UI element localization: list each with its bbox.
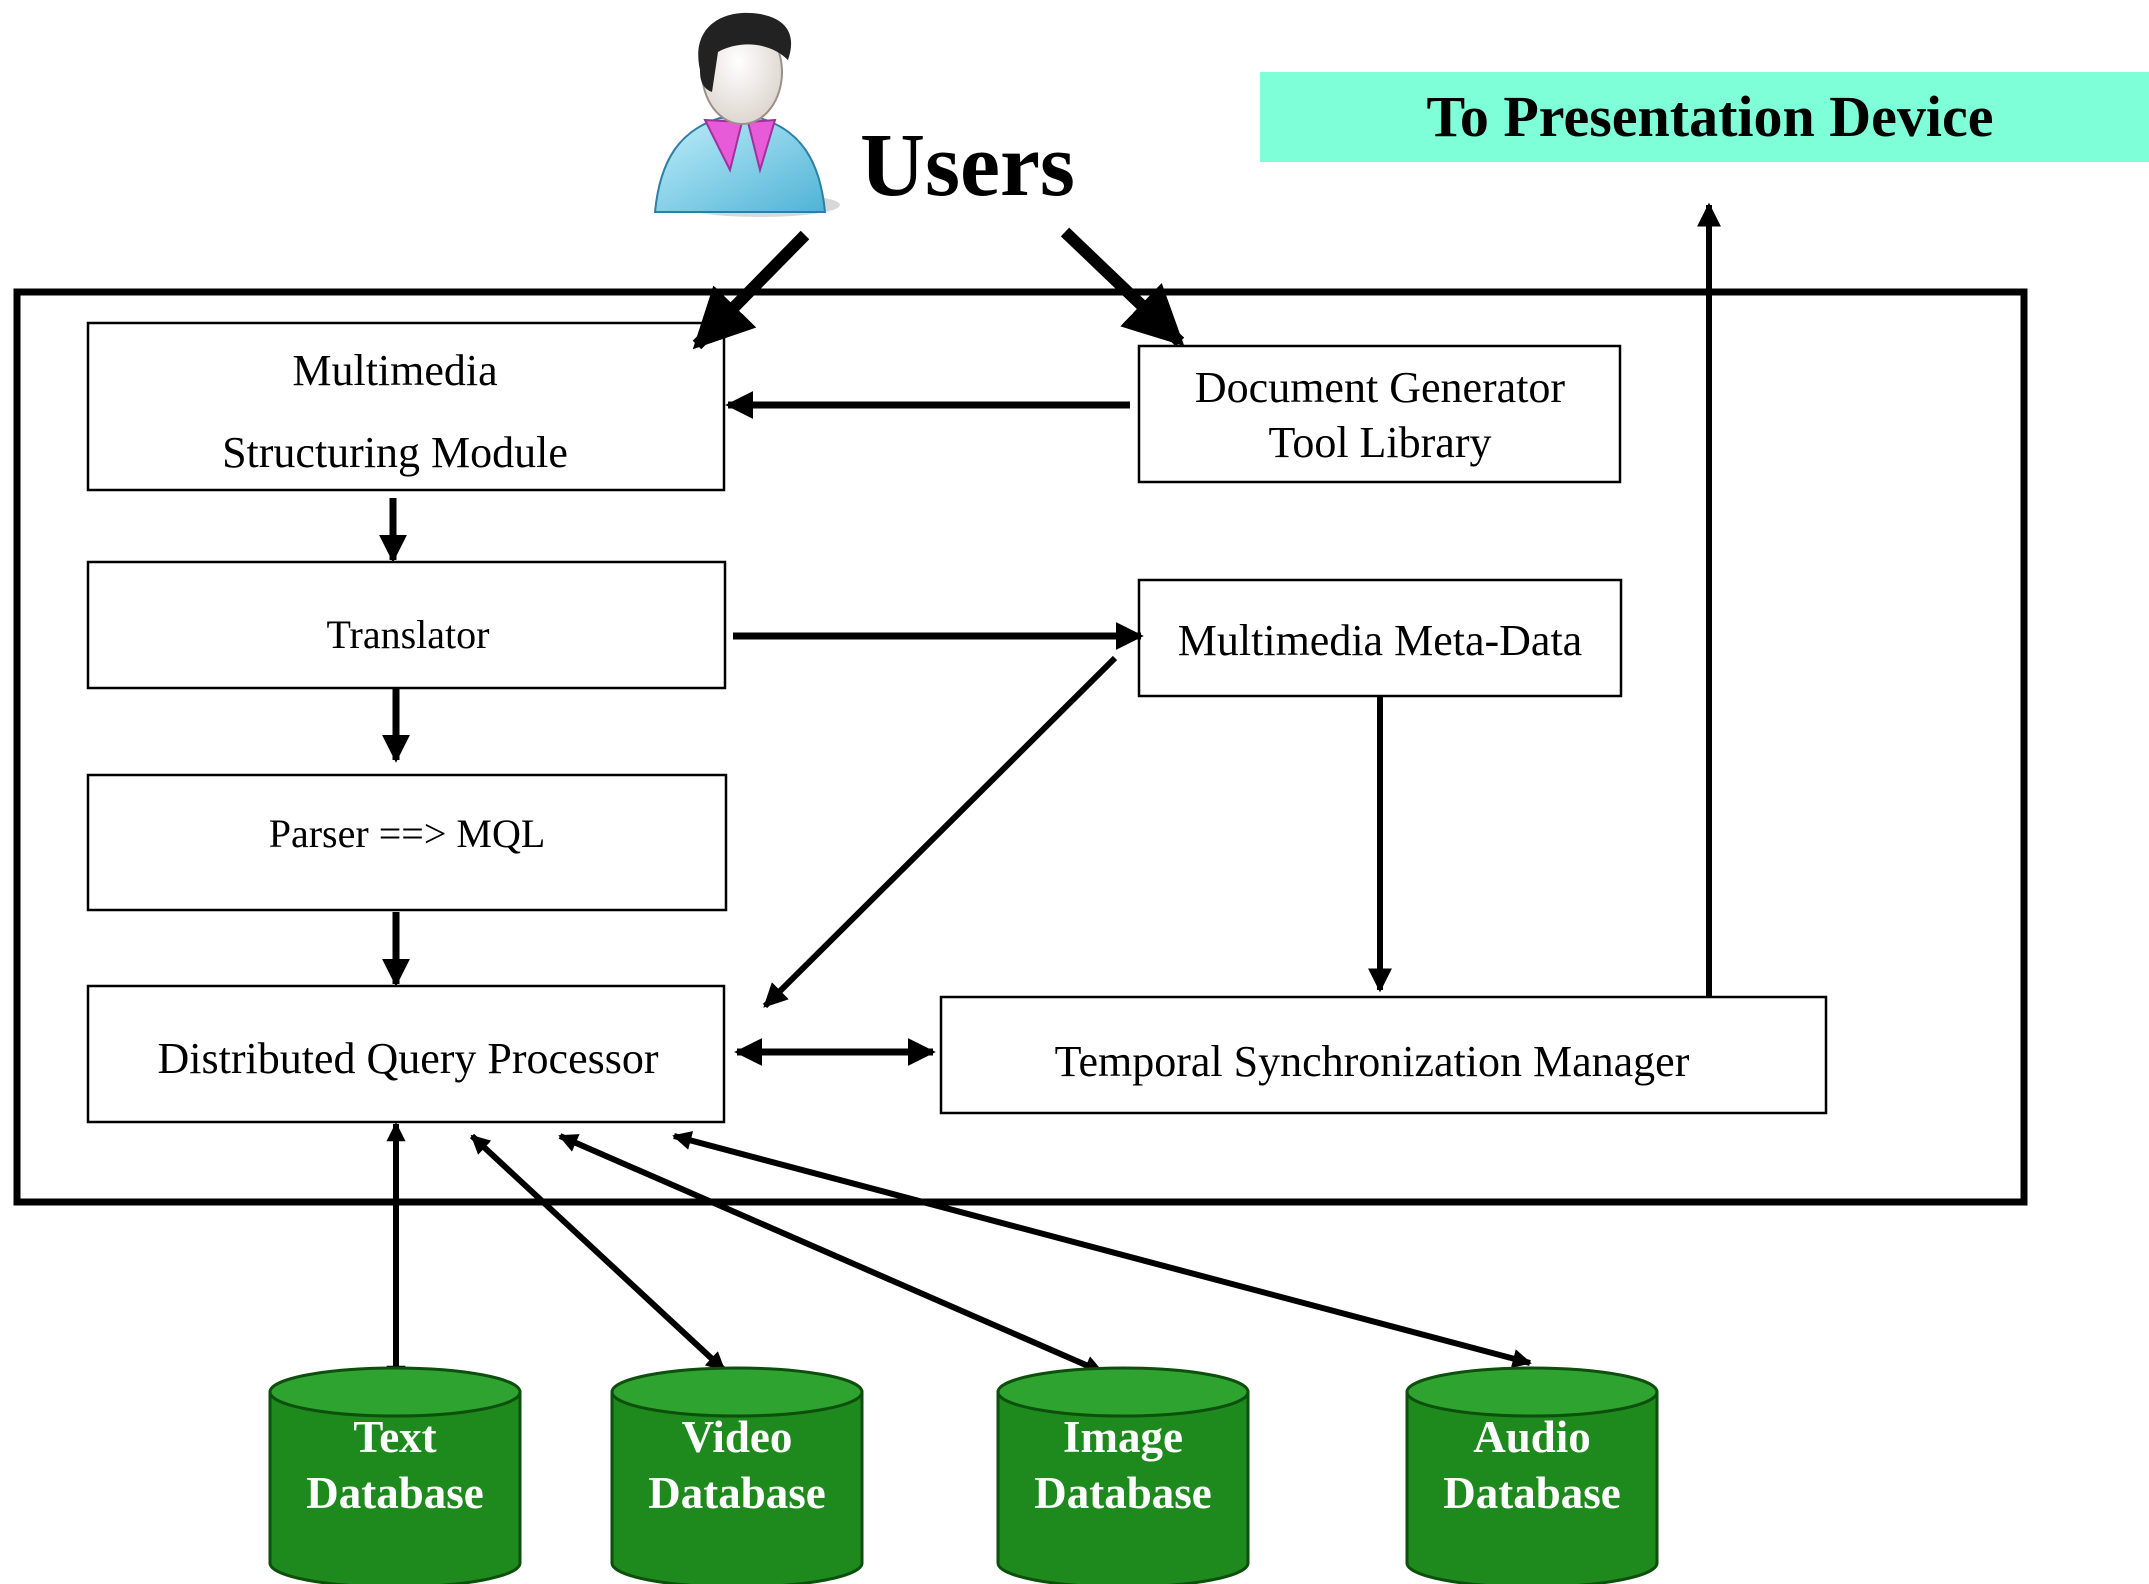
users-label: Users <box>860 116 1075 215</box>
structuring-label-line1: Multimedia <box>292 346 497 395</box>
video-database: Video Database <box>610 1366 864 1584</box>
arrow-query-video-db <box>469 1133 727 1373</box>
doc-generator-label-line1: Document Generator <box>1195 363 1566 412</box>
parser-label: Parser ==> MQL <box>269 811 546 856</box>
temporal-sync-label: Temporal Synchronization Manager <box>1055 1037 1690 1086</box>
arrow-users-to-structuring <box>692 230 810 350</box>
metadata-box <box>1137 578 1623 698</box>
translator-box <box>86 560 727 690</box>
arrow-users-to-docgen <box>1060 227 1185 347</box>
audio-database-line1: Audio <box>1473 1412 1591 1462</box>
text-database-line2: Database <box>306 1468 484 1518</box>
text-database: Text Database <box>268 1366 522 1584</box>
arrow-query-audio-db <box>672 1131 1532 1368</box>
structuring-module-box <box>86 321 726 492</box>
query-processor-box <box>86 984 726 1124</box>
presentation-device-label: To Presentation Device <box>1426 84 1993 149</box>
presentation-device-banner <box>1260 72 2149 162</box>
video-database-line1: Video <box>682 1412 793 1462</box>
arrow-metadata-to-query <box>762 655 1118 1009</box>
image-database: Image Database <box>996 1366 1250 1584</box>
text-database-line1: Text <box>353 1412 436 1462</box>
image-database-line2: Database <box>1034 1468 1212 1518</box>
image-database-line1: Image <box>1063 1412 1183 1462</box>
arrow-query-image-db <box>558 1133 1104 1375</box>
audio-database-line2: Database <box>1443 1468 1621 1518</box>
audio-database: Audio Database <box>1405 1366 1659 1584</box>
metadata-label: Multimedia Meta-Data <box>1178 616 1582 665</box>
video-database-line2: Database <box>648 1468 826 1518</box>
doc-generator-box <box>1137 344 1622 484</box>
parser-box <box>86 773 728 912</box>
doc-generator-label-line2: Tool Library <box>1269 418 1492 467</box>
structuring-label-line2: Structuring Module <box>222 428 568 477</box>
query-processor-label: Distributed Query Processor <box>157 1034 658 1083</box>
user-person-icon <box>653 12 840 217</box>
temporal-sync-box <box>939 995 1828 1115</box>
translator-label: Translator <box>327 612 490 657</box>
